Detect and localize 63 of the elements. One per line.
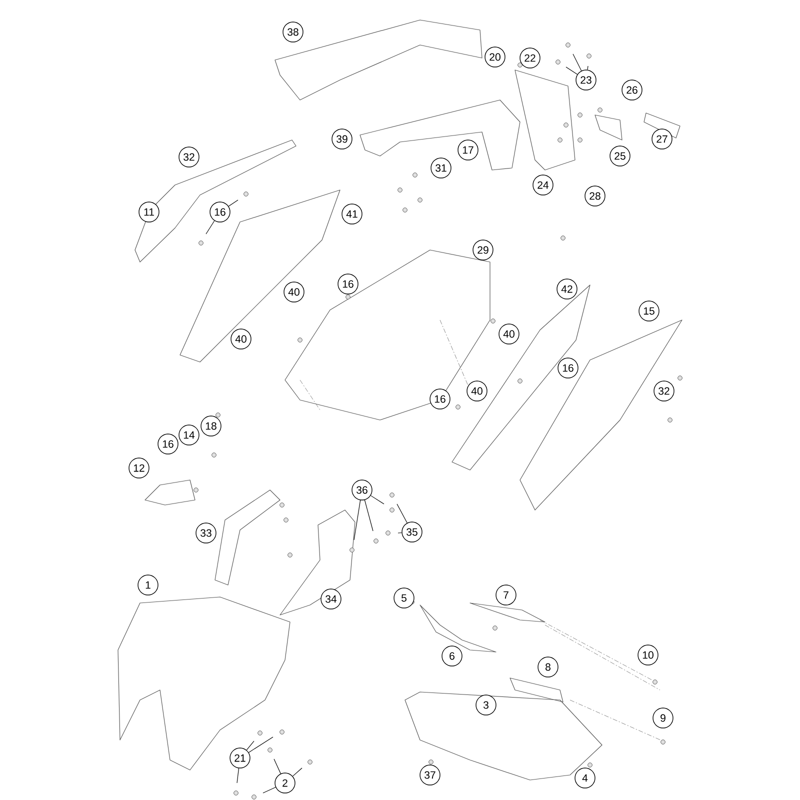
callout-number: 23: [576, 70, 596, 90]
callout-number: 29: [472, 240, 494, 260]
leader-line: [248, 736, 274, 753]
callout-number: 8: [538, 656, 558, 678]
leader-line: [206, 220, 215, 234]
leader-line: [236, 768, 240, 784]
callout-number: 31: [430, 158, 452, 178]
callout-number: 5: [394, 588, 414, 608]
callout-number: 40: [284, 282, 304, 302]
leader-line: [262, 787, 276, 794]
callout-number: 20: [484, 46, 506, 68]
leader-line: [398, 532, 402, 534]
leader-line: [572, 54, 582, 72]
callout-number: 1: [138, 574, 158, 596]
leader-line: [228, 200, 238, 207]
callout-number: 16: [210, 202, 230, 222]
leader-line: [274, 758, 281, 774]
callout-number: 2: [274, 772, 296, 794]
leader-line: [292, 768, 302, 776]
callout-number: 34: [320, 588, 342, 610]
callout-number: 12: [128, 458, 150, 478]
callout-number: 15: [638, 300, 660, 322]
callout-number: 28: [584, 186, 606, 206]
callout-number: 40: [466, 380, 488, 402]
leader-line: [246, 740, 254, 750]
callout-number: 33: [196, 522, 216, 544]
callout-number: 25: [610, 146, 630, 166]
callout-number: 36: [352, 480, 372, 500]
callout-number: 11: [138, 202, 160, 222]
callout-number: 21: [230, 748, 250, 768]
callout-number: 26: [622, 80, 642, 100]
leader-line: [370, 495, 384, 504]
leader-line: [566, 66, 578, 75]
callout-number: 40: [498, 324, 520, 344]
callout-number: 41: [342, 204, 362, 224]
callout-number: 3: [476, 694, 496, 716]
callout-number: 16: [338, 274, 358, 294]
callout-number: 37: [420, 764, 440, 786]
callout-number: 40: [230, 328, 252, 350]
callout-number: 16: [430, 388, 450, 410]
callout-number: 38: [282, 22, 304, 42]
callout-number: 6: [442, 646, 462, 666]
leader-line: [587, 66, 588, 70]
leader-line: [354, 500, 361, 540]
callout-number: 17: [458, 140, 478, 160]
callout-number: 42: [556, 278, 578, 300]
callout-number: 9: [652, 708, 674, 728]
callout-number: 39: [332, 128, 352, 150]
callout-number: 32: [654, 380, 674, 402]
leader-line: [396, 504, 408, 524]
callout-number: 32: [178, 146, 200, 168]
callout-number: 24: [532, 174, 554, 196]
callout-number: 22: [520, 48, 540, 68]
leader-line: [364, 500, 374, 532]
callout-number: 16: [158, 434, 178, 454]
callout-number: 14: [178, 424, 200, 446]
callout-number: 7: [496, 584, 516, 606]
callout-number: 16: [558, 358, 578, 378]
callout-number: 35: [402, 522, 422, 542]
callout-number: 27: [652, 128, 672, 150]
callout-number: 4: [574, 768, 596, 788]
callout-number: 18: [200, 416, 222, 436]
callout-number: 10: [638, 644, 658, 666]
